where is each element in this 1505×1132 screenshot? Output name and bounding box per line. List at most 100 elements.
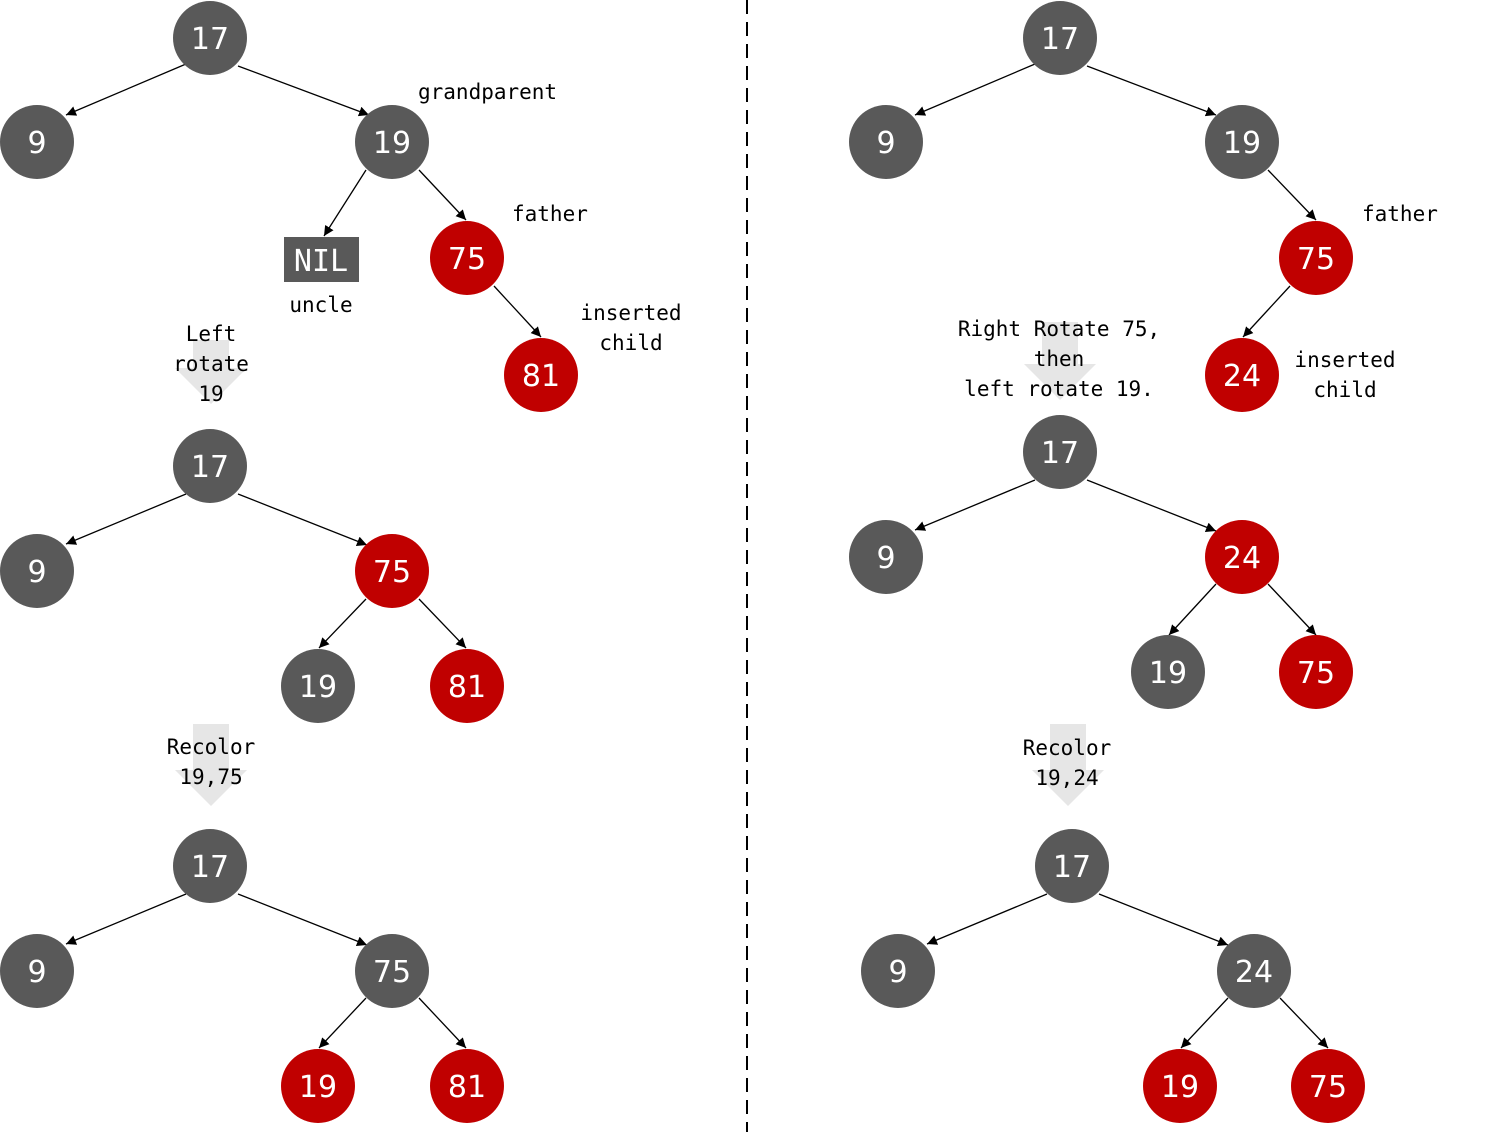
edge-r2-17-24 bbox=[1086, 479, 1217, 532]
node-r1-75: 75 bbox=[1279, 221, 1353, 295]
node-circle bbox=[1205, 338, 1279, 412]
node-value: 75 bbox=[448, 242, 486, 277]
edge-l1-17-9 bbox=[65, 63, 187, 116]
label-grandparent: grandparent bbox=[418, 80, 557, 104]
node-r3-19: 19 bbox=[1143, 1049, 1217, 1123]
node-value: 17 bbox=[1041, 22, 1079, 57]
node-value: 17 bbox=[191, 850, 229, 885]
node-circle bbox=[430, 1049, 504, 1123]
step-right-2-line-1: Recolor bbox=[1023, 736, 1112, 760]
edge-r1-17-19 bbox=[1086, 65, 1217, 117]
edge-l3-75-81 bbox=[418, 997, 467, 1049]
edge-l2-17-75 bbox=[237, 493, 368, 546]
node-circle bbox=[281, 649, 355, 723]
node-value: 19 bbox=[1161, 1070, 1199, 1105]
step-left-1-line-3: 19 bbox=[198, 382, 223, 406]
node-value: 24 bbox=[1235, 955, 1273, 990]
node-r2-17: 17 bbox=[1023, 415, 1097, 489]
nil-label: NIL bbox=[294, 244, 348, 279]
node-value: 19 bbox=[299, 1070, 337, 1105]
node-value: 24 bbox=[1223, 541, 1261, 576]
node-circle bbox=[173, 829, 247, 903]
node-r3-75: 75 bbox=[1291, 1049, 1365, 1123]
node-value: 81 bbox=[448, 1070, 486, 1105]
edge-r1-19-75 bbox=[1267, 169, 1317, 221]
edge-l3-75-19 bbox=[318, 997, 367, 1049]
node-value: 9 bbox=[888, 955, 907, 990]
node-circle bbox=[504, 338, 578, 412]
node-r2-19: 19 bbox=[1131, 635, 1205, 709]
node-value: 19 bbox=[373, 126, 411, 161]
node-l1-9: 9 bbox=[0, 105, 74, 179]
node-value: 9 bbox=[27, 126, 46, 161]
node-r2-75: 75 bbox=[1279, 635, 1353, 709]
step-right-1-line-2: then bbox=[1034, 347, 1085, 371]
node-value: 75 bbox=[373, 955, 411, 990]
step-left-1-line-2: rotate bbox=[173, 352, 249, 376]
node-value: 19 bbox=[1149, 656, 1187, 691]
node-value: 75 bbox=[373, 555, 411, 590]
edge-l2-75-81 bbox=[418, 598, 467, 649]
node-value: 9 bbox=[27, 955, 46, 990]
step-right-1-line-1: Right Rotate 75, bbox=[958, 317, 1160, 341]
node-circle bbox=[0, 934, 74, 1008]
node-r3-17: 17 bbox=[1035, 829, 1109, 903]
node-value: 81 bbox=[522, 359, 560, 394]
node-value: 75 bbox=[1297, 656, 1335, 691]
node-l2-81: 81 bbox=[430, 649, 504, 723]
node-circle bbox=[1035, 829, 1109, 903]
node-l1-81: 81 bbox=[504, 338, 578, 412]
node-circle bbox=[355, 934, 429, 1008]
node-circle bbox=[0, 105, 74, 179]
edge-r3-17-9 bbox=[926, 893, 1048, 945]
node-circle bbox=[173, 429, 247, 503]
label-inserted-right-2: child bbox=[1313, 378, 1376, 402]
step-arrow-right-1 bbox=[1024, 322, 1096, 400]
node-circle bbox=[1143, 1049, 1217, 1123]
node-l3-9: 9 bbox=[0, 934, 74, 1008]
node-r1-19: 19 bbox=[1205, 105, 1279, 179]
node-l1-75: 75 bbox=[430, 221, 504, 295]
node-circle bbox=[1279, 221, 1353, 295]
node-circle bbox=[1023, 1, 1097, 75]
edge-r1-75-24 bbox=[1242, 285, 1291, 338]
annotations: grandparent father uncle inserted child … bbox=[167, 80, 1438, 790]
node-r1-9: 9 bbox=[849, 105, 923, 179]
edge-l3-17-75 bbox=[237, 893, 368, 946]
node-l2-75: 75 bbox=[355, 534, 429, 608]
node-circle bbox=[430, 649, 504, 723]
node-circle bbox=[1291, 1049, 1365, 1123]
node-circle bbox=[173, 1, 247, 75]
step-right-2-line-2: 19,24 bbox=[1035, 766, 1098, 790]
node-value: 9 bbox=[27, 555, 46, 590]
node-value: 19 bbox=[1223, 126, 1261, 161]
flow-arrows bbox=[175, 322, 1104, 806]
edge-l2-75-19 bbox=[318, 598, 367, 649]
node-value: 17 bbox=[1041, 436, 1079, 471]
node-circle bbox=[1205, 520, 1279, 594]
edge-r2-17-9 bbox=[914, 479, 1036, 531]
node-r1-17: 17 bbox=[1023, 1, 1097, 75]
node-l2-17: 17 bbox=[173, 429, 247, 503]
node-value: 75 bbox=[1297, 242, 1335, 277]
node-value: 19 bbox=[299, 670, 337, 705]
edge-l1-19-nil bbox=[323, 169, 367, 237]
node-l3-75: 75 bbox=[355, 934, 429, 1008]
node-circle bbox=[1217, 934, 1291, 1008]
node-value: 9 bbox=[876, 126, 895, 161]
node-l3-19: 19 bbox=[281, 1049, 355, 1123]
edge-l3-17-9 bbox=[65, 893, 187, 945]
node-l2-19: 19 bbox=[281, 649, 355, 723]
edge-r2-24-75 bbox=[1267, 583, 1317, 636]
node-value: 17 bbox=[1053, 850, 1091, 885]
edge-r3-24-75 bbox=[1279, 997, 1329, 1049]
node-circle bbox=[849, 105, 923, 179]
edge-r3-17-24 bbox=[1098, 893, 1229, 946]
edge-r1-17-9 bbox=[914, 63, 1036, 116]
label-inserted-left-1: inserted bbox=[580, 301, 681, 325]
node-r2-9: 9 bbox=[849, 520, 923, 594]
node-circle bbox=[0, 534, 74, 608]
step-right-1-line-3: left rotate 19. bbox=[964, 377, 1154, 401]
node-circle bbox=[1205, 105, 1279, 179]
